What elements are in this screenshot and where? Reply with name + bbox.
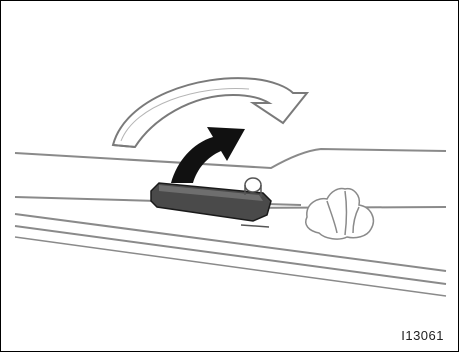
curved-outline-arrow-icon [113, 78, 307, 147]
curved-solid-arrow-icon [171, 127, 245, 183]
roof-panel-lines [15, 149, 446, 296]
sunroof-latch-handle-icon [151, 178, 271, 227]
cleaning-cloth-icon [306, 188, 374, 239]
figure-code-label: I13061 [401, 328, 444, 343]
